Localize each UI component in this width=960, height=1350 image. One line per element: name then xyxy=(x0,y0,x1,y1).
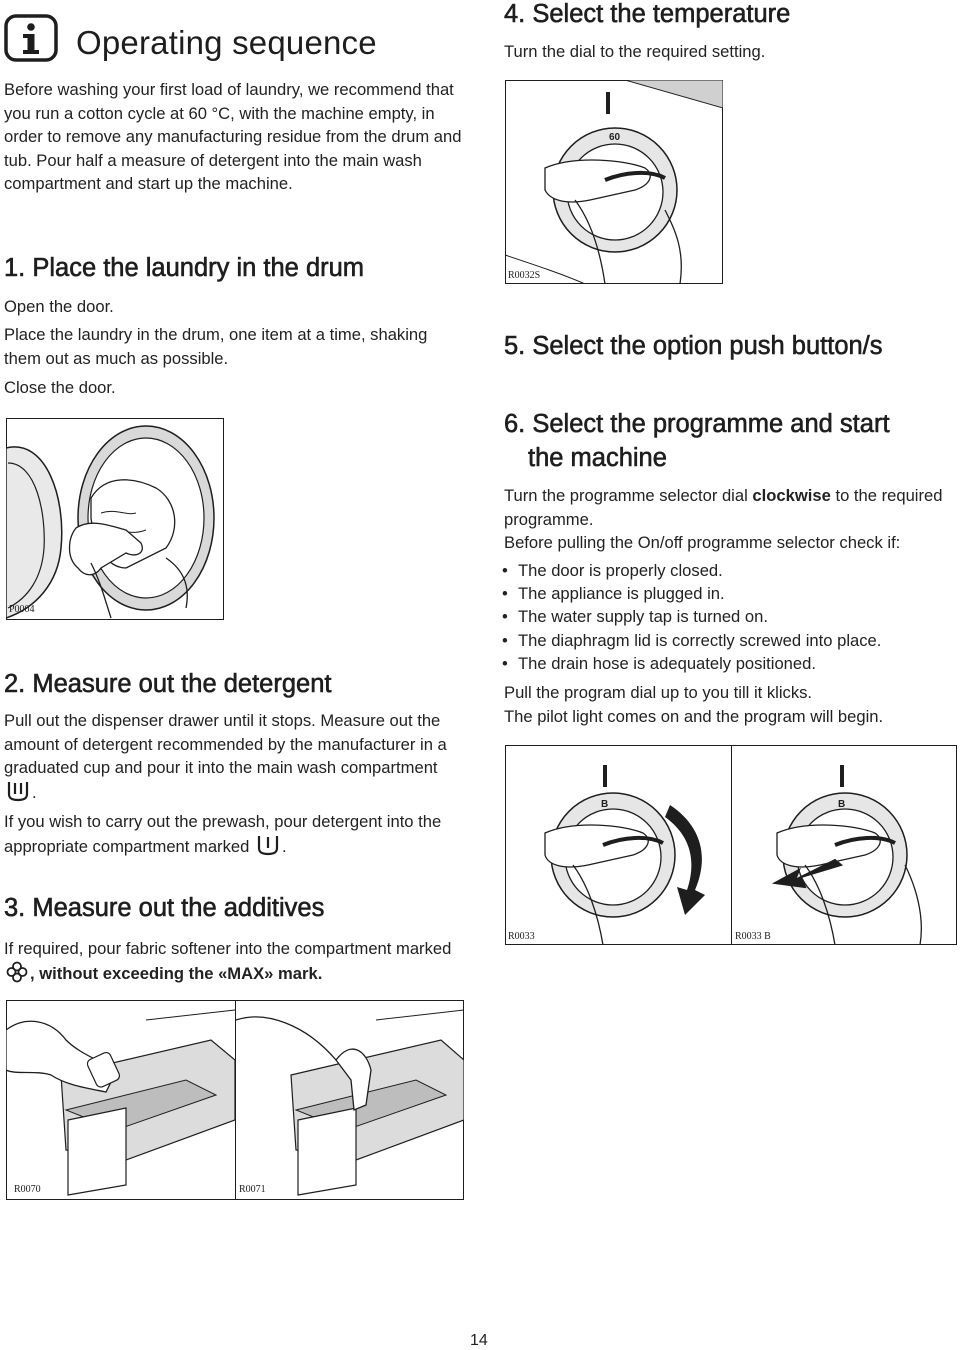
figure-code-r0033b: R0033 B xyxy=(735,931,771,942)
figure-load-drum: P0004 xyxy=(6,418,224,620)
step1-line-open: Open the door. xyxy=(4,297,114,316)
main-wash-compartment-icon xyxy=(6,780,30,809)
step4-heading: 4. Select the temperature xyxy=(504,0,791,28)
prewash-compartment-icon xyxy=(256,834,280,863)
checklist-item-tap: The water supply tap is turned on. xyxy=(500,605,950,628)
temperature-dial-label: 60 xyxy=(609,132,621,143)
step2-paragraph1-text: Pull out the dispenser drawer until it s… xyxy=(4,711,447,777)
programme-dial-label-left: B xyxy=(601,799,609,810)
step2-heading: 2. Measure out the detergent xyxy=(4,670,332,699)
figure-code-r0071: R0071 xyxy=(239,1184,266,1195)
step6-paragraph1-b: to the required programme. xyxy=(504,486,943,529)
step6-paragraph4: The pilot light comes on and the program… xyxy=(504,707,884,726)
checklist-item-door: The door is properly closed. xyxy=(500,559,950,582)
step3-paragraph: If required, pour fabric softener into t… xyxy=(4,936,464,990)
figure-code-r0070: R0070 xyxy=(14,1184,41,1195)
figure-code-r0032s: R0032S xyxy=(508,270,541,281)
checklist-item-diaphragm: The diaphragm lid is correctly screwed i… xyxy=(500,629,950,652)
step4-text: Turn the dial to the required setting. xyxy=(504,42,766,61)
info-icon xyxy=(4,14,58,64)
intro-paragraph: Before washing your first load of laundr… xyxy=(4,80,462,193)
figure-code-p0004: P0004 xyxy=(9,604,35,615)
step2-paragraph2-end: . xyxy=(281,836,287,856)
step6-heading-line1: 6. Select the programme and start xyxy=(504,410,890,439)
step2-paragraph2: If you wish to carry out the prewash, po… xyxy=(4,810,459,862)
step6-paragraph1-bold: clockwise xyxy=(752,486,831,505)
figure-temperature-dial: 60 R0032S xyxy=(505,80,723,284)
step5-heading: 5. Select the option push button/s xyxy=(504,332,883,361)
fabric-softener-flower-icon xyxy=(6,961,28,990)
checklist-item-drain-hose: The drain hose is adequately positioned. xyxy=(500,652,950,675)
step2-paragraph1-end: . xyxy=(32,782,37,802)
step6-paragraph3: Pull the program dial up to you till it … xyxy=(504,683,813,702)
figure-code-r0033: R0033 xyxy=(508,931,535,942)
programme-dial-label-right: B xyxy=(838,799,846,810)
page-number: 14 xyxy=(470,1332,488,1349)
step6-paragraph1: Turn the programme selector dial clockwi… xyxy=(504,484,949,531)
step6-paragraph1-a: Turn the programme selector dial xyxy=(504,486,748,505)
step1-heading: 1. Place the laundry in the drum xyxy=(4,254,365,283)
step6-heading-line2: the machine xyxy=(528,444,668,473)
step2-paragraph1: Pull out the dispenser drawer until it s… xyxy=(4,709,459,808)
step1-line-close: Close the door. xyxy=(4,378,116,397)
step3-paragraph-bold: , without exceeding the «MAX» mark. xyxy=(30,964,323,983)
step6-checklist: The door is properly closed. The applian… xyxy=(500,559,950,675)
checklist-item-plug: The appliance is plugged in. xyxy=(500,582,950,605)
step2-paragraph2-text: If you wish to carry out the prewash, po… xyxy=(4,812,442,856)
step3-paragraph-text: If required, pour fabric softener into t… xyxy=(4,939,452,958)
figure-pour-softener: R0070 R0071 xyxy=(6,1000,464,1200)
page-title: Operating sequence xyxy=(76,24,377,61)
step3-heading: 3. Measure out the additives xyxy=(4,894,325,923)
step6-paragraph2: Before pulling the On/off programme sele… xyxy=(504,533,901,552)
step1-line-place: Place the laundry in the drum, one item … xyxy=(4,325,428,368)
figure-programme-dial: B B R0033 R0033 B xyxy=(505,745,957,945)
